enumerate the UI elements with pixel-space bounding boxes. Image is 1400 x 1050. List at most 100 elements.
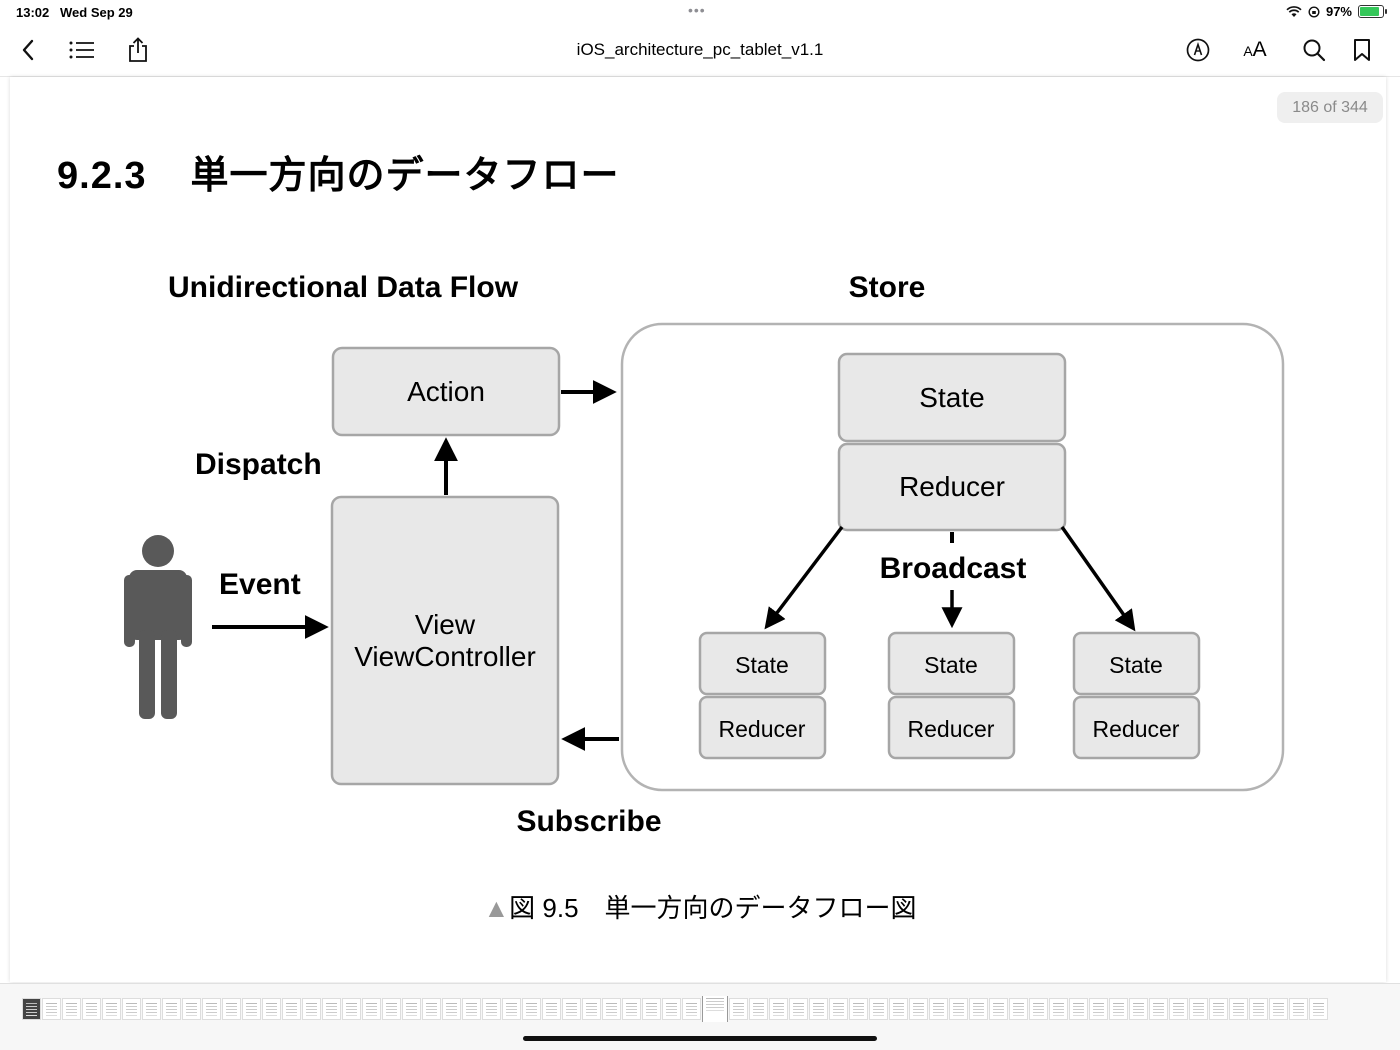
table-of-contents-button[interactable]: [66, 34, 98, 66]
page-thumbnail[interactable]: [1109, 998, 1128, 1020]
page-thumbnail[interactable]: [1209, 998, 1228, 1020]
page-thumbnail[interactable]: [482, 998, 501, 1020]
text-size-icon: AA: [1243, 38, 1267, 61]
page-thumbnail[interactable]: [1269, 998, 1288, 1020]
page-thumbnail[interactable]: [22, 998, 41, 1020]
section-heading: 9.2.3 単一方向のデータフロー: [57, 144, 620, 199]
page-thumbnail[interactable]: [122, 998, 141, 1020]
status-bar: 13:02 Wed Sep 29 ••• 97%: [0, 0, 1400, 24]
page-thumbnail[interactable]: [682, 998, 701, 1020]
page-thumbnail[interactable]: [809, 998, 828, 1020]
page-thumbnail[interactable]: [182, 998, 201, 1020]
page-thumbnail[interactable]: [1029, 998, 1048, 1020]
reader-toolbar: iOS_architecture_pc_tablet_v1.1 AA: [0, 24, 1400, 77]
battery-percentage: 97%: [1325, 4, 1352, 19]
markup-pen-icon: [1186, 38, 1210, 62]
page-thumbnail[interactable]: [322, 998, 341, 1020]
thumbnail-list[interactable]: [22, 996, 1378, 1022]
page-thumbnail[interactable]: [342, 998, 361, 1020]
search-button[interactable]: [1298, 34, 1330, 66]
page-thumbnail[interactable]: [142, 998, 161, 1020]
page-thumbnail[interactable]: [622, 998, 641, 1020]
back-button[interactable]: [12, 34, 44, 66]
figure-caption: ▲図 9.5 単一方向のデータフロー図: [0, 888, 1400, 925]
list-icon: [69, 41, 94, 59]
page-thumbnail[interactable]: [222, 998, 241, 1020]
bookmark-button[interactable]: [1346, 34, 1378, 66]
markup-button[interactable]: [1182, 34, 1214, 66]
page-thumbnail[interactable]: [789, 998, 808, 1020]
page-counter: 186 of 344: [1277, 92, 1383, 123]
document-title[interactable]: iOS_architecture_pc_tablet_v1.1: [576, 40, 824, 59]
current-page-thumbnail[interactable]: [702, 996, 728, 1022]
page-thumbnail[interactable]: [1309, 998, 1328, 1020]
page-thumbnail[interactable]: [1169, 998, 1188, 1020]
page-thumbnail[interactable]: [769, 998, 788, 1020]
page-thumbnail[interactable]: [542, 998, 561, 1020]
page-thumbnail[interactable]: [582, 998, 601, 1020]
page-thumbnail[interactable]: [1289, 998, 1308, 1020]
page-thumbnail[interactable]: [1009, 998, 1028, 1020]
page-thumbnail[interactable]: [1069, 998, 1088, 1020]
page-thumbnail[interactable]: [502, 998, 521, 1020]
page-thumbnail[interactable]: [1089, 998, 1108, 1020]
page-thumbnail[interactable]: [62, 998, 81, 1020]
page-thumbnail[interactable]: [242, 998, 261, 1020]
document-page: [10, 77, 1386, 982]
page-thumbnail[interactable]: [1229, 998, 1248, 1020]
page-thumbnail[interactable]: [522, 998, 541, 1020]
page-thumbnail[interactable]: [642, 998, 661, 1020]
page-thumbnail[interactable]: [1189, 998, 1208, 1020]
page-thumbnail[interactable]: [869, 998, 888, 1020]
caption-text: 図 9.5 単一方向のデータフロー図: [509, 893, 917, 923]
share-button[interactable]: [122, 34, 154, 66]
page-thumbnail[interactable]: [202, 998, 221, 1020]
page-thumbnail[interactable]: [442, 998, 461, 1020]
page-thumbnail[interactable]: [749, 998, 768, 1020]
home-indicator[interactable]: [523, 1036, 877, 1041]
page-thumbnail[interactable]: [849, 998, 868, 1020]
page-thumbnail[interactable]: [1129, 998, 1148, 1020]
text-size-button[interactable]: AA: [1239, 34, 1271, 66]
battery-icon: [1358, 5, 1387, 18]
page-thumbnail[interactable]: [909, 998, 928, 1020]
status-indicators: 97%: [1286, 4, 1387, 19]
page-thumbnail[interactable]: [969, 998, 988, 1020]
page-thumbnail[interactable]: [42, 998, 61, 1020]
page-thumbnail[interactable]: [662, 998, 681, 1020]
share-icon: [129, 37, 147, 62]
page-thumbnail[interactable]: [422, 998, 441, 1020]
page-thumbnail[interactable]: [462, 998, 481, 1020]
page-thumbnail[interactable]: [889, 998, 908, 1020]
page-thumbnail[interactable]: [1049, 998, 1068, 1020]
page-thumbnail[interactable]: [162, 998, 181, 1020]
page-thumbnail[interactable]: [1249, 998, 1268, 1020]
back-chevron-icon: [22, 39, 34, 61]
section-number: 9.2.3: [57, 155, 147, 197]
status-date: Wed Sep 29: [60, 5, 133, 20]
page-thumbnail[interactable]: [82, 998, 101, 1020]
caption-triangle-icon: ▲: [483, 893, 510, 923]
search-icon: [1303, 39, 1326, 62]
page-thumbnail[interactable]: [949, 998, 968, 1020]
page-thumbnail[interactable]: [989, 998, 1008, 1020]
page-thumbnail[interactable]: [929, 998, 948, 1020]
page-thumbnail[interactable]: [102, 998, 121, 1020]
page-thumbnail[interactable]: [1149, 998, 1168, 1020]
page-thumbnail[interactable]: [262, 998, 281, 1020]
page-thumbnail[interactable]: [729, 998, 748, 1020]
wifi-icon: [1286, 5, 1302, 17]
page-thumbnail[interactable]: [362, 998, 381, 1020]
orientation-lock-icon: [1308, 5, 1320, 18]
page-thumbnail[interactable]: [282, 998, 301, 1020]
status-time: 13:02: [16, 5, 50, 20]
page-thumbnail[interactable]: [382, 998, 401, 1020]
section-title: 単一方向のデータフロー: [190, 155, 620, 197]
page-thumbnail[interactable]: [829, 998, 848, 1020]
bookmark-icon: [1354, 39, 1370, 61]
page-thumbnail[interactable]: [302, 998, 321, 1020]
page-thumbnail[interactable]: [402, 998, 421, 1020]
page-thumbnail[interactable]: [562, 998, 581, 1020]
page-thumbnail[interactable]: [602, 998, 621, 1020]
multitasking-dots-icon[interactable]: •••: [688, 2, 706, 18]
